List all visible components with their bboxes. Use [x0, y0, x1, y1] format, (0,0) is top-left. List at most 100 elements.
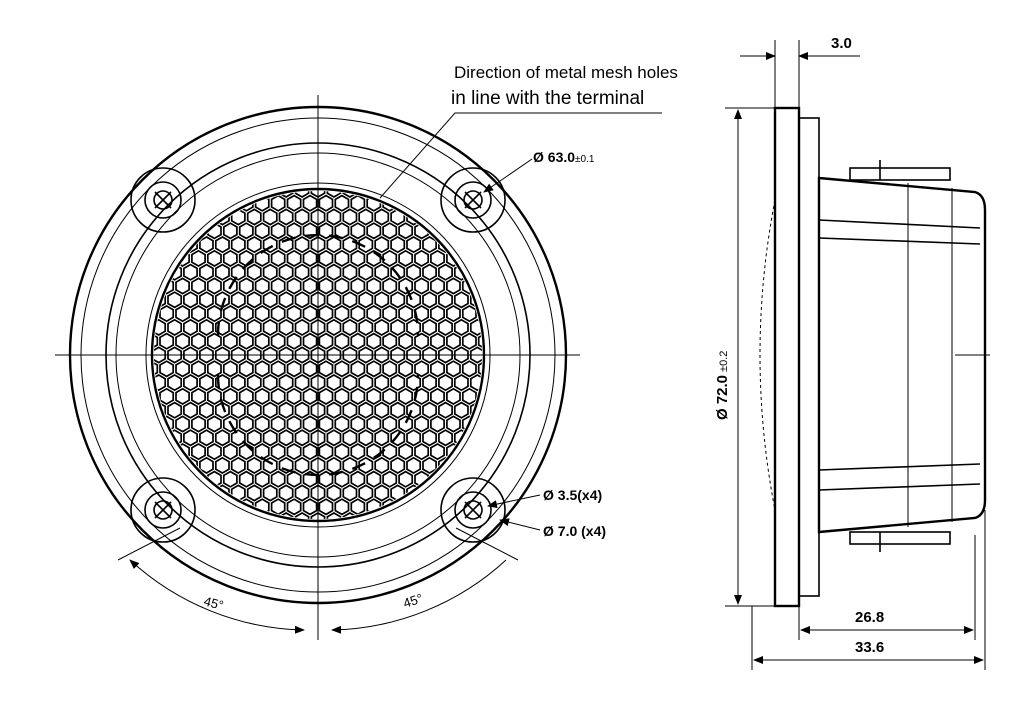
mesh-hole [294, 401, 310, 419]
flange-thickness-label: 3.0 [831, 35, 852, 52]
mesh-hole [154, 318, 167, 336]
mesh-hole [214, 401, 230, 419]
mesh-hole [175, 277, 190, 295]
side-dome [759, 199, 776, 511]
mesh-hole [438, 318, 453, 336]
mesh-hole [294, 484, 310, 502]
svg-text:Ø 63.0±0.1: Ø 63.0±0.1 [533, 149, 595, 165]
mesh-hole [446, 360, 461, 378]
mesh-hole [214, 429, 230, 447]
mesh-hole [199, 236, 214, 254]
mesh-hole [238, 332, 254, 350]
mesh-hole [438, 401, 453, 419]
mesh-hole [374, 429, 390, 447]
mesh-hole [350, 470, 366, 488]
mounting-hole-tl [130, 167, 196, 233]
mesh-hole [199, 291, 214, 309]
mesh-hole [278, 346, 294, 364]
mesh-direction-annotation: Direction of metal mesh holes in line wi… [379, 63, 678, 199]
mesh-hole [199, 263, 214, 281]
mesh-hole [222, 277, 238, 295]
mesh-hole [390, 401, 406, 419]
mesh-hole [358, 263, 374, 281]
mesh-hole [230, 374, 246, 392]
mesh-hole [326, 429, 342, 447]
mesh-hole [326, 191, 342, 198]
mesh-hole [286, 470, 302, 488]
mesh-hole [350, 305, 366, 323]
mesh-hole [374, 346, 390, 364]
mesh-hole [398, 222, 414, 240]
mesh-hole [382, 305, 398, 323]
mesh-hole [159, 305, 175, 323]
mesh-hole [262, 208, 278, 226]
mesh-hole [246, 318, 262, 336]
mesh-hole [214, 236, 230, 254]
dim-diameter-72: Ø 72.0±0.2 [714, 107, 775, 607]
mesh-hole [406, 291, 422, 309]
mesh-hole [214, 456, 230, 474]
mesh-hole [246, 236, 262, 254]
mesh-hole [398, 470, 414, 488]
mesh-hole [183, 318, 198, 336]
mesh-hole [453, 374, 469, 392]
mesh-hole [254, 305, 270, 323]
mesh-hole [294, 263, 310, 281]
mounting-hole-br [440, 477, 506, 543]
mesh-hole [374, 236, 390, 254]
mesh-hole [167, 291, 183, 309]
mesh-hole [414, 332, 430, 350]
mesh-hole [422, 318, 437, 336]
mesh-hole [262, 318, 278, 336]
mesh-hole [270, 305, 286, 323]
mesh-hole [154, 360, 159, 378]
mesh-hole [222, 249, 238, 267]
mesh-hole [398, 249, 414, 267]
mesh-hole [175, 332, 190, 350]
mesh-hole [167, 318, 183, 336]
mesh-hole [270, 443, 286, 461]
mesh-hole [358, 401, 374, 419]
mesh-hole [286, 415, 302, 433]
mesh-hole [254, 470, 270, 488]
mesh-hole [238, 277, 254, 295]
depth-total-label: 33.6 [855, 639, 884, 656]
mesh-hole [230, 456, 246, 474]
mesh-hole [430, 387, 445, 405]
mesh-hole [326, 318, 342, 336]
mesh-hole [430, 332, 445, 350]
mesh-hole [453, 401, 469, 419]
mesh-hole [469, 374, 482, 392]
diameter-72-label: Ø 72.0 [714, 375, 731, 420]
mesh-hole [206, 443, 222, 461]
mesh-hole [453, 291, 469, 309]
mesh-hole [302, 194, 318, 212]
mesh-hole [326, 346, 342, 364]
dim-depth-total: 33.6 [751, 510, 986, 670]
mesh-hole [206, 305, 222, 323]
mesh-hole [453, 346, 469, 364]
mesh-hole [366, 305, 382, 323]
mesh-hole [342, 401, 358, 419]
mesh-hole [414, 387, 430, 405]
mesh-hole [382, 387, 398, 405]
mesh-hole [222, 415, 238, 433]
mesh-hole [246, 484, 262, 502]
mesh-hole [406, 456, 422, 474]
mesh-hole [334, 332, 350, 350]
mesh-hole [206, 249, 222, 267]
mesh-hole [374, 263, 390, 281]
mesh-hole [294, 208, 310, 226]
mesh-hole [342, 374, 358, 392]
mesh-hole [183, 429, 198, 447]
mesh-hole [461, 387, 477, 405]
mesh-hole [358, 429, 374, 447]
mesh-hole [414, 277, 430, 295]
mesh-hole [438, 429, 453, 447]
mesh-hole [422, 401, 437, 419]
mesh-hole [414, 415, 430, 433]
mesh-hole [230, 429, 246, 447]
mesh-hole [154, 374, 167, 392]
mesh-hole [167, 346, 183, 364]
mesh-hole [302, 332, 318, 350]
